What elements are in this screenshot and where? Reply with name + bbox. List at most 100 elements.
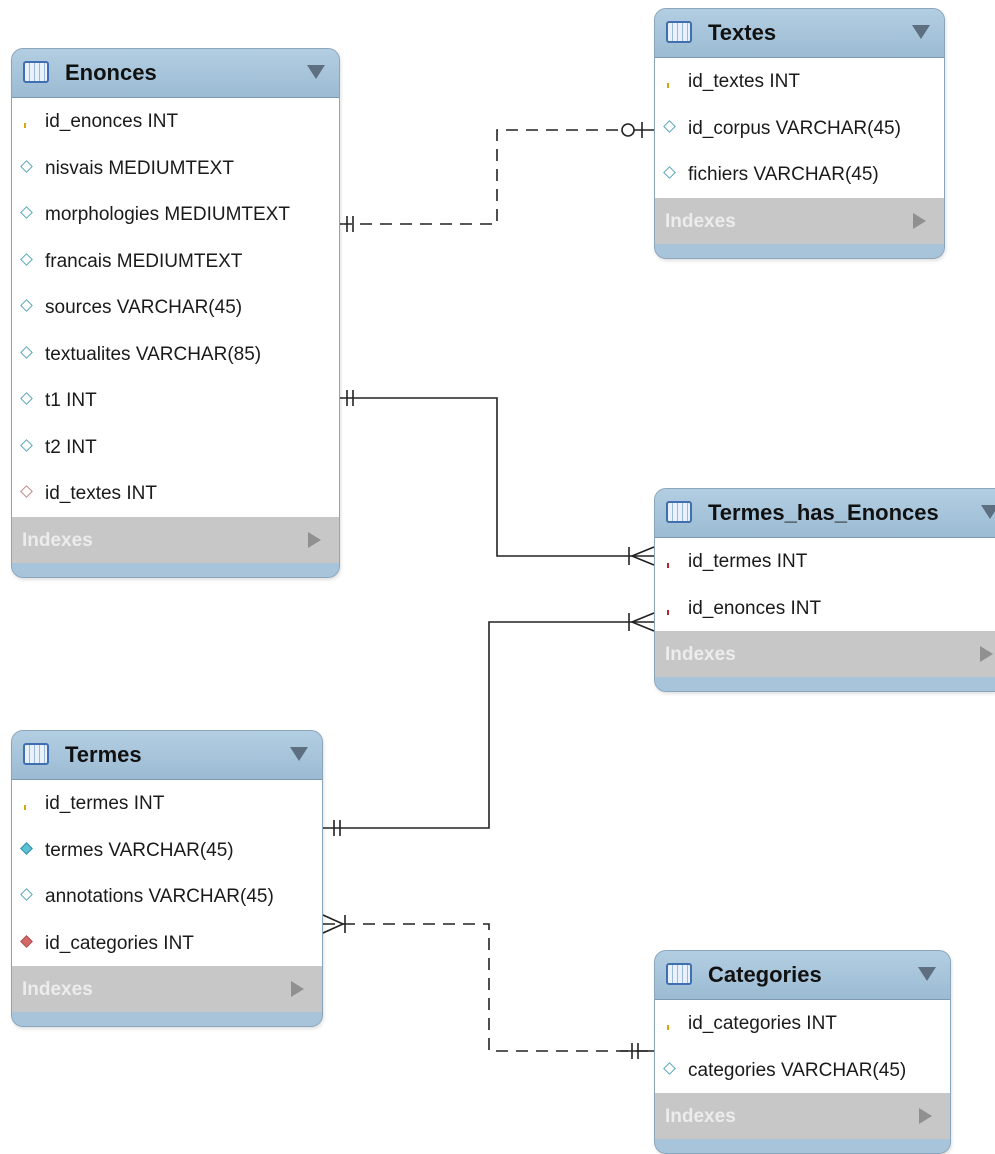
column-label: termes VARCHAR(45)	[45, 839, 234, 861]
table-header[interactable]: Categories	[655, 951, 950, 1000]
table-icon	[23, 61, 49, 83]
table-header[interactable]: Termes_has_Enonces	[655, 489, 995, 538]
attribute-diamond-icon	[20, 888, 33, 901]
column-row[interactable]: id_enonces INT	[655, 585, 995, 632]
indexes-section[interactable]: Indexes	[12, 516, 339, 563]
column-label: francais MEDIUMTEXT	[45, 250, 243, 272]
table-termes-has-enonces[interactable]: Termes_has_Enonces id_termes INT id_enon…	[654, 488, 995, 692]
rel-enonces-termes-has-enonces-line	[340, 397, 654, 557]
attribute-diamond-icon	[20, 345, 33, 359]
expand-arrow-icon[interactable]	[913, 212, 926, 229]
column-row[interactable]: id_corpus VARCHAR(45)	[655, 105, 944, 152]
attribute-diamond-icon	[20, 299, 33, 312]
column-label: t1 INT	[45, 390, 97, 411]
indexes-section[interactable]: Indexes	[655, 1093, 950, 1139]
rel-enonces-termes-has-enonces-crowfoot	[629, 546, 655, 566]
column-row[interactable]: id_categories INT	[655, 1000, 950, 1047]
collapse-arrow-icon[interactable]	[307, 65, 325, 79]
expand-arrow-icon[interactable]	[919, 1108, 932, 1124]
column-row[interactable]: categories VARCHAR(45)	[655, 1047, 950, 1094]
attribute-diamond-icon	[20, 392, 33, 405]
column-row[interactable]: nisvais MEDIUMTEXT	[12, 145, 339, 192]
column-label: id_textes INT	[688, 71, 800, 92]
column-row[interactable]: t2 INT	[12, 424, 339, 471]
expand-arrow-icon[interactable]	[980, 646, 993, 662]
indexes-label: Indexes	[22, 979, 93, 1000]
indexes-section[interactable]: Indexes	[655, 197, 944, 244]
rel-termes-categories-line	[323, 923, 654, 1052]
table-categories[interactable]: Categories id_categories INT categories …	[654, 950, 951, 1154]
table-title: Categories	[708, 962, 822, 987]
column-label: t2 INT	[45, 436, 97, 458]
column-row[interactable]: id_termes INT	[12, 780, 322, 827]
column-row[interactable]: sources VARCHAR(45)	[12, 284, 339, 331]
rel-termes-termes-has-enonces-line	[323, 621, 654, 829]
column-label: id_termes INT	[45, 793, 165, 814]
table-title: Termes_has_Enonces	[708, 500, 939, 525]
indexes-label: Indexes	[665, 210, 736, 232]
column-label: nisvais MEDIUMTEXT	[45, 157, 234, 179]
column-label: fichiers VARCHAR(45)	[688, 164, 879, 185]
table-title: Termes	[65, 742, 142, 767]
attribute-diamond-icon	[20, 438, 33, 452]
column-list: id_termes INT id_enonces INT	[655, 538, 995, 631]
collapse-arrow-icon[interactable]	[912, 25, 930, 39]
expand-arrow-icon[interactable]	[308, 531, 321, 548]
indexes-label: Indexes	[22, 529, 93, 551]
rel-termes-categories-crowfoot	[322, 914, 345, 934]
table-icon	[666, 21, 692, 43]
table-icon	[666, 963, 692, 985]
column-row[interactable]: morphologies MEDIUMTEXT	[12, 191, 339, 238]
column-list: id_termes INT termes VARCHAR(45) annotat…	[12, 780, 322, 966]
foreign-key-diamond-icon	[20, 934, 33, 948]
indexes-section[interactable]: Indexes	[12, 966, 322, 1012]
column-row[interactable]: id_enonces INT	[12, 98, 339, 145]
indexes-section[interactable]: Indexes	[655, 631, 995, 677]
foreign-key-diamond-icon	[20, 485, 33, 498]
column-row[interactable]: textualites VARCHAR(85)	[12, 331, 339, 378]
column-label: id_categories INT	[688, 1013, 837, 1034]
attribute-diamond-icon	[20, 159, 33, 173]
attribute-diamond-icon	[663, 166, 676, 179]
collapse-arrow-icon[interactable]	[918, 967, 936, 981]
column-row[interactable]: t1 INT	[12, 377, 339, 424]
table-header[interactable]: Termes	[12, 731, 322, 780]
column-label: id_corpus VARCHAR(45)	[688, 117, 901, 139]
indexes-label: Indexes	[665, 644, 736, 665]
expand-arrow-icon[interactable]	[291, 981, 304, 997]
table-header[interactable]: Enonces	[12, 49, 339, 98]
column-label: annotations VARCHAR(45)	[45, 886, 274, 907]
column-list: id_textes INT id_corpus VARCHAR(45) fich…	[655, 58, 944, 198]
column-label: id_categories INT	[45, 932, 194, 954]
column-label: sources VARCHAR(45)	[45, 297, 243, 318]
collapse-arrow-icon[interactable]	[981, 505, 995, 519]
column-label: id_enonces INT	[688, 597, 822, 619]
column-row[interactable]: fichiers VARCHAR(45)	[655, 151, 944, 198]
rel-enonces-textes-zero-mark	[621, 123, 635, 137]
table-title: Textes	[708, 20, 777, 45]
column-row[interactable]: id_categories INT	[12, 920, 322, 967]
rel-termes-termes-has-enonces-crowfoot	[629, 612, 655, 632]
column-label: categories VARCHAR(45)	[688, 1059, 907, 1081]
column-list: id_categories INT categories VARCHAR(45)	[655, 1000, 950, 1093]
table-footer	[655, 677, 995, 691]
table-footer	[12, 1012, 322, 1026]
column-list: id_enonces INT nisvais MEDIUMTEXT morpho…	[12, 98, 339, 517]
collapse-arrow-icon[interactable]	[290, 747, 308, 761]
column-row[interactable]: francais MEDIUMTEXT	[12, 238, 339, 285]
column-row[interactable]: annotations VARCHAR(45)	[12, 873, 322, 920]
attribute-diamond-icon	[20, 252, 33, 266]
column-row[interactable]: termes VARCHAR(45)	[12, 827, 322, 874]
column-row[interactable]: id_termes INT	[655, 538, 995, 585]
rel-enonces-textes-line	[340, 129, 622, 225]
column-row[interactable]: id_textes INT	[12, 470, 339, 517]
table-termes[interactable]: Termes id_termes INT termes VARCHAR(45) …	[11, 730, 323, 1027]
column-row[interactable]: id_textes INT	[655, 58, 944, 105]
table-textes[interactable]: Textes id_textes INT id_corpus VARCHAR(4…	[654, 8, 945, 259]
table-header[interactable]: Textes	[655, 9, 944, 58]
table-footer	[655, 1139, 950, 1153]
indexes-label: Indexes	[665, 1106, 736, 1127]
column-label: id_enonces INT	[45, 111, 179, 132]
column-label: id_termes INT	[688, 551, 808, 572]
table-enonces[interactable]: Enonces id_enonces INT nisvais MEDIUMTEX…	[11, 48, 340, 578]
